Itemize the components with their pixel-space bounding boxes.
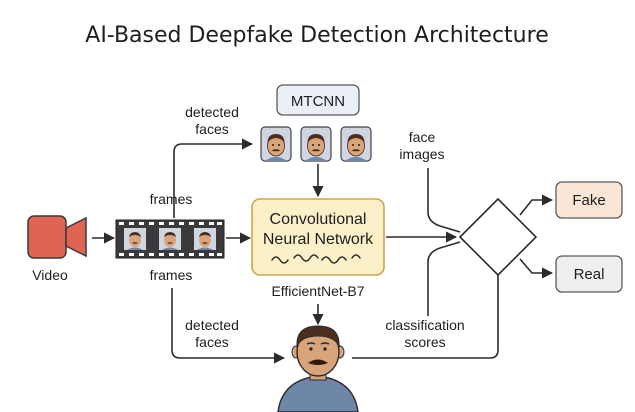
efficientnet-label: EfficientNet-B7	[271, 283, 364, 299]
video-label: Video	[32, 267, 68, 283]
face-thumbnail-icon	[300, 126, 332, 162]
video-camera-icon	[27, 215, 87, 259]
cnn-box	[251, 198, 385, 276]
scores-connector	[427, 241, 461, 316]
real-label: Real	[574, 266, 605, 283]
mtcnn-box	[276, 84, 360, 116]
face-images-connector	[427, 168, 461, 233]
face-thumbnails	[260, 126, 372, 162]
diagram-title: AI-Based Deepfake Detection Architecture	[85, 23, 548, 48]
frames-label-top: frames	[150, 191, 193, 207]
fake-box	[555, 181, 623, 219]
arrow-decision-to-real	[519, 258, 554, 279]
arrow-face-to-decision	[352, 275, 499, 359]
frames-label-bottom: frames	[150, 267, 193, 283]
decision-diamond-icon	[458, 197, 538, 277]
detected-faces-top-line2: faces	[195, 121, 228, 137]
classification-scores-line2: scores	[404, 334, 445, 350]
face-images-line2: images	[399, 146, 444, 162]
arrow-frames-to-mtcnn	[173, 138, 254, 218]
fake-label: Fake	[572, 192, 605, 209]
cnn-label-line2: Neural Network	[263, 231, 374, 248]
detected-faces-top-line1: detected	[185, 104, 239, 120]
person-face-icon	[277, 325, 359, 412]
real-box	[555, 255, 623, 293]
arrow-decision-to-fake	[519, 194, 554, 216]
wave-icon	[271, 254, 361, 264]
detected-faces-bottom-line1: detected	[185, 317, 239, 333]
detected-faces-bottom-line2: faces	[195, 334, 228, 350]
arrow-frames-to-face	[171, 288, 286, 364]
classification-scores-line1: classification	[385, 317, 464, 333]
mtcnn-label: MTCNN	[291, 93, 345, 110]
face-images-line1: face	[409, 129, 436, 145]
face-thumbnail-icon	[260, 126, 292, 162]
face-thumbnail-icon	[340, 126, 372, 162]
film-strip-icon	[115, 219, 225, 259]
cnn-label-line1: Convolutional	[270, 211, 367, 228]
